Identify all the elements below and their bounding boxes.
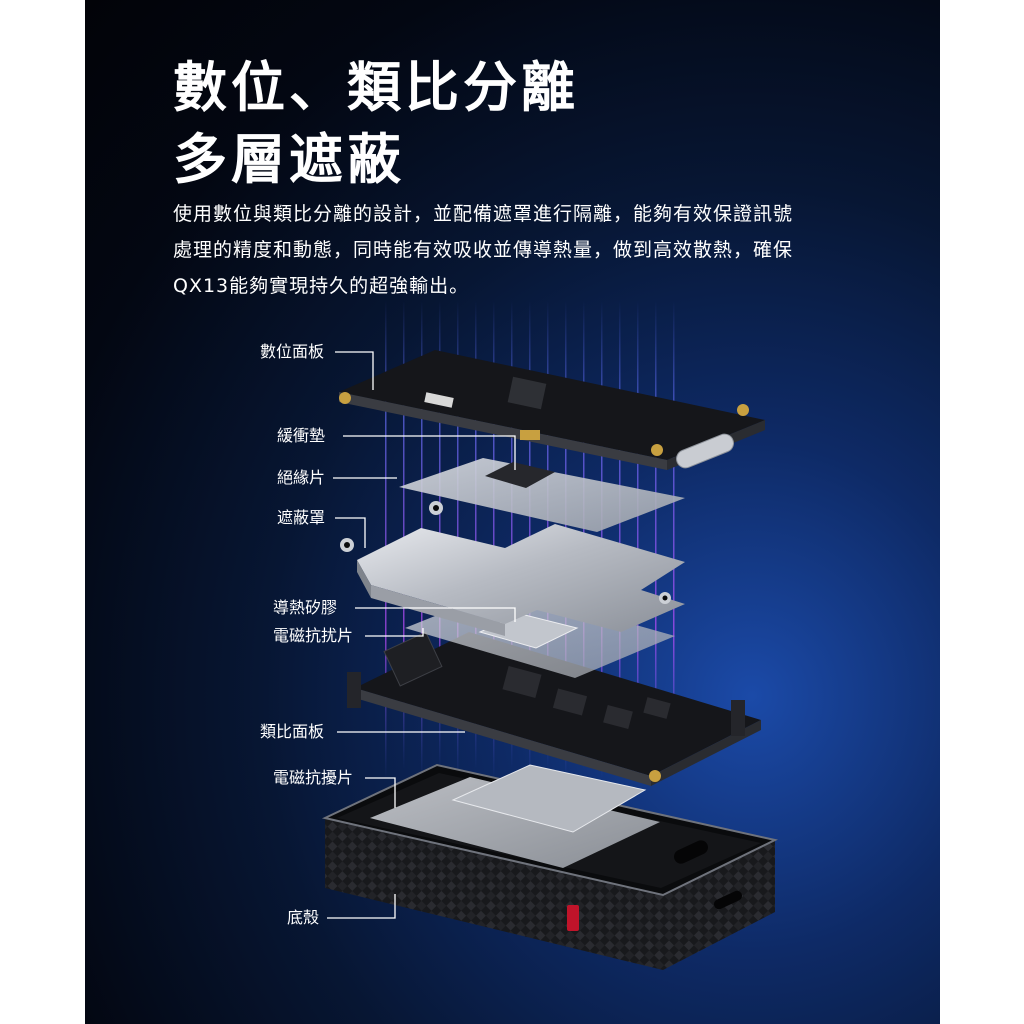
shell-port xyxy=(713,890,743,910)
hero-panel: 數位、類比分離 多層遮蔽 使用數位與類比分離的設計，並配備遮罩進行隔離，能夠有效… xyxy=(85,0,940,1024)
label-emi-sheet-1: 電磁抗扰片 xyxy=(273,626,354,645)
title-line-2: 多層遮蔽 xyxy=(173,128,405,191)
label-thermal-silicone: 導熱矽膠 xyxy=(273,598,338,617)
label-buffer-pad: 緩衝墊 xyxy=(277,426,326,445)
description-line-2: 處理的精度和動態，同時能有效吸收並傳導熱量，做到高效散熱，確保 xyxy=(173,239,794,261)
buffer-pad xyxy=(485,462,555,488)
label-digital-board: 數位面板 xyxy=(260,342,325,361)
description-line-3: QX13能夠實現持久的超強輸出。 xyxy=(173,275,470,297)
exploded-view-illustration xyxy=(321,300,778,970)
description: 使用數位與類比分離的設計，並配備遮罩進行隔離，能夠有效保證訊號 處理的精度和動態… xyxy=(173,196,863,304)
usb-port xyxy=(676,433,734,469)
page-title: 數位、類比分離 多層遮蔽 xyxy=(173,52,579,196)
label-bottom-shell: 底殼 xyxy=(287,908,320,927)
label-analog-board: 類比面板 xyxy=(260,722,325,741)
description-line-1: 使用數位與類比分離的設計，並配備遮罩進行隔離，能夠有效保證訊號 xyxy=(173,203,794,225)
emi-sheet-2 xyxy=(370,764,660,868)
digital-board xyxy=(339,350,765,470)
standoff xyxy=(347,672,361,708)
leader-lines xyxy=(327,351,516,919)
title-line-1: 數位、類比分離 xyxy=(173,56,579,119)
label-emi-sheet-2: 電磁抗擾片 xyxy=(273,768,354,787)
label-shield-cover: 遮蔽罩 xyxy=(277,508,326,527)
insulation-sheet xyxy=(399,458,685,532)
shell-side-button xyxy=(567,905,579,931)
analog-board xyxy=(347,631,761,786)
shield-cover xyxy=(340,501,685,636)
label-insulation-sheet: 絕緣片 xyxy=(277,468,326,487)
